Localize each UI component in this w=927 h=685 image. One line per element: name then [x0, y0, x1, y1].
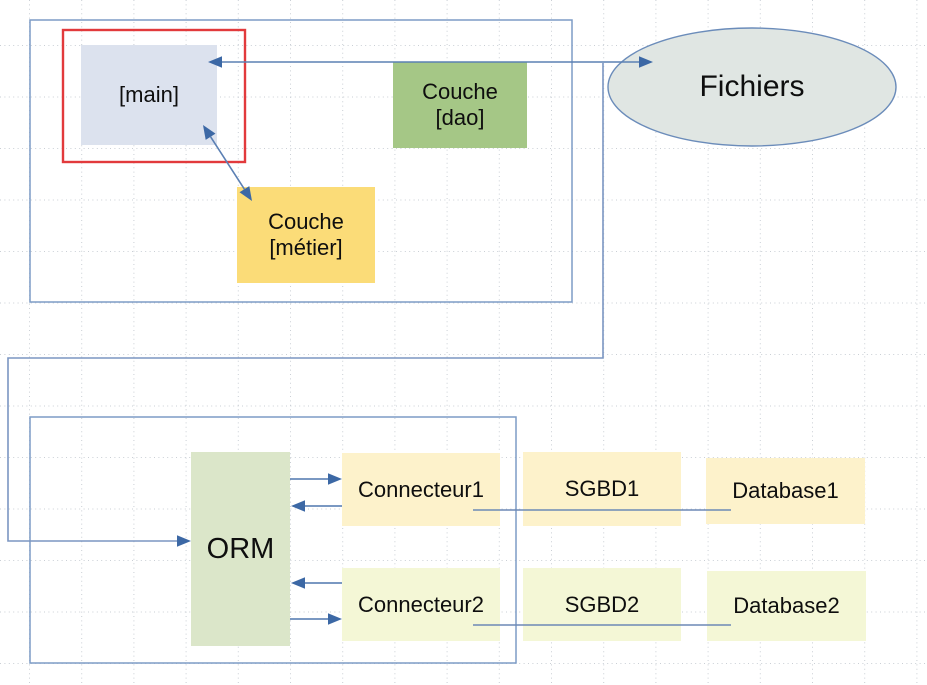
database1-node-label: Database1	[732, 478, 839, 503]
couche-metier-node: Couche [métier]	[237, 187, 375, 283]
sgbd2-node: SGBD2	[523, 568, 681, 641]
main-node-label: [main]	[119, 82, 179, 107]
fichiers-node-label: Fichiers	[699, 70, 805, 103]
couche-dao-label-line2: [dao]	[435, 105, 485, 130]
arrowhead-into-orm-right-lower	[291, 577, 305, 589]
connecteur2-node: Connecteur2	[342, 568, 500, 641]
couche-dao-node: Couche [dao]	[393, 62, 527, 148]
arrowhead-into-orm-right-upper	[291, 500, 305, 512]
sgbd1-node: SGBD1	[523, 452, 681, 526]
arrow-connecteur1-to-orm	[291, 500, 342, 512]
connecteur2-node-label: Connecteur2	[358, 591, 484, 617]
database2-node-label: Database2	[733, 593, 840, 618]
arrow-connecteur2-to-orm	[291, 577, 342, 589]
sgbd1-node-label: SGBD1	[564, 476, 640, 501]
database2-node: Database2	[707, 571, 866, 641]
couche-metier-label-line1: Couche	[268, 209, 344, 234]
arrowhead-into-connecteur2	[328, 613, 342, 625]
sgbd2-node-label: SGBD2	[564, 591, 640, 617]
main-node: [main]	[81, 45, 217, 145]
arrow-orm-to-connecteur1	[290, 473, 342, 485]
arrowhead-into-orm-left	[177, 535, 191, 547]
orm-node-label: ORM	[206, 533, 275, 565]
orm-node: ORM	[191, 452, 290, 646]
couche-dao-label-line1: Couche	[422, 79, 498, 104]
arrow-orm-to-connecteur2	[290, 613, 342, 625]
connecteur1-node: Connecteur1	[342, 453, 500, 526]
fichiers-node: Fichiers	[608, 28, 896, 146]
arrowhead-into-connecteur1	[328, 473, 342, 485]
connecteur1-node-label: Connecteur1	[358, 476, 484, 502]
couche-metier-label-line2: [métier]	[269, 235, 343, 260]
database1-node: Database1	[706, 458, 865, 524]
